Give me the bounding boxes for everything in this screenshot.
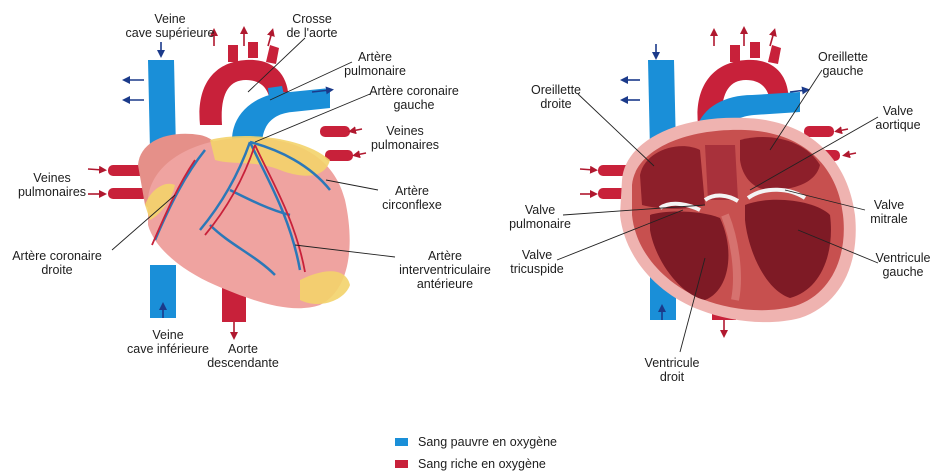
legend-item-deoxygenated: Sang pauvre en oxygène [395,435,557,449]
legend-item-oxygenated: Sang riche en oxygène [395,457,546,471]
legend-swatch-red [395,460,408,468]
cross-section-heart-illustration [598,42,856,322]
legend-swatch-blue [395,438,408,446]
legend-label: Sang pauvre en oxygène [418,435,557,449]
external-heart-illustration [108,42,353,322]
legend-label: Sang riche en oxygène [418,457,546,471]
